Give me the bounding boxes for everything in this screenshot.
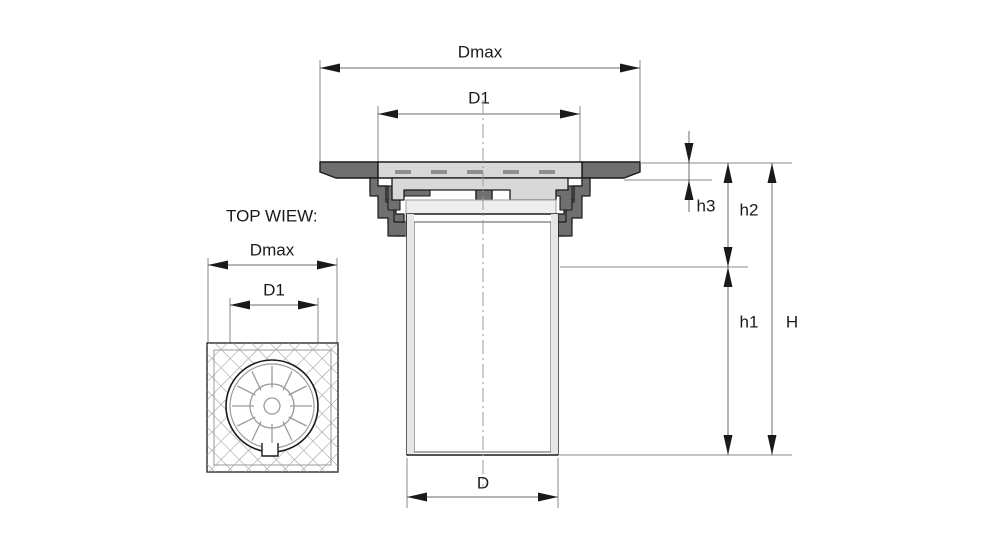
dimension-label-h1: h1 xyxy=(740,312,759,331)
dimension-label-h3: h3 xyxy=(697,196,716,215)
dimension-d1-main: D1 xyxy=(378,88,580,119)
extension-lines-top xyxy=(319,60,641,170)
main-section-view: Dmax D1 xyxy=(319,42,798,508)
dimension-label-h2: h2 xyxy=(740,200,759,219)
top-view-title: TOP WIEW: xyxy=(226,206,318,225)
dimension-h2: h2 xyxy=(723,163,759,267)
dimension-label-dmax-main: Dmax xyxy=(458,42,503,61)
extension-lines-right xyxy=(558,162,792,456)
dimension-h-total: H xyxy=(767,163,798,455)
dimension-h1: h1 xyxy=(723,267,759,455)
dimension-d1-top: D1 xyxy=(230,280,318,310)
dimension-h3: h3 xyxy=(684,131,716,215)
dimension-label-d1-top: D1 xyxy=(263,280,285,299)
dimension-d-bottom: D xyxy=(406,458,559,508)
dimension-label-h-total: H xyxy=(786,312,798,331)
dimension-label-d1-main: D1 xyxy=(468,88,490,107)
dimension-label-dmax-top: Dmax xyxy=(250,240,295,259)
dimension-dmax-top: Dmax xyxy=(208,240,337,270)
top-view-round-grate xyxy=(225,359,319,457)
top-view-extension-lines xyxy=(207,258,338,350)
dimension-label-d-bottom: D xyxy=(477,473,489,492)
dimension-dmax-main: Dmax xyxy=(320,42,640,73)
top-view: TOP WIEW: Dmax D1 xyxy=(206,206,339,473)
